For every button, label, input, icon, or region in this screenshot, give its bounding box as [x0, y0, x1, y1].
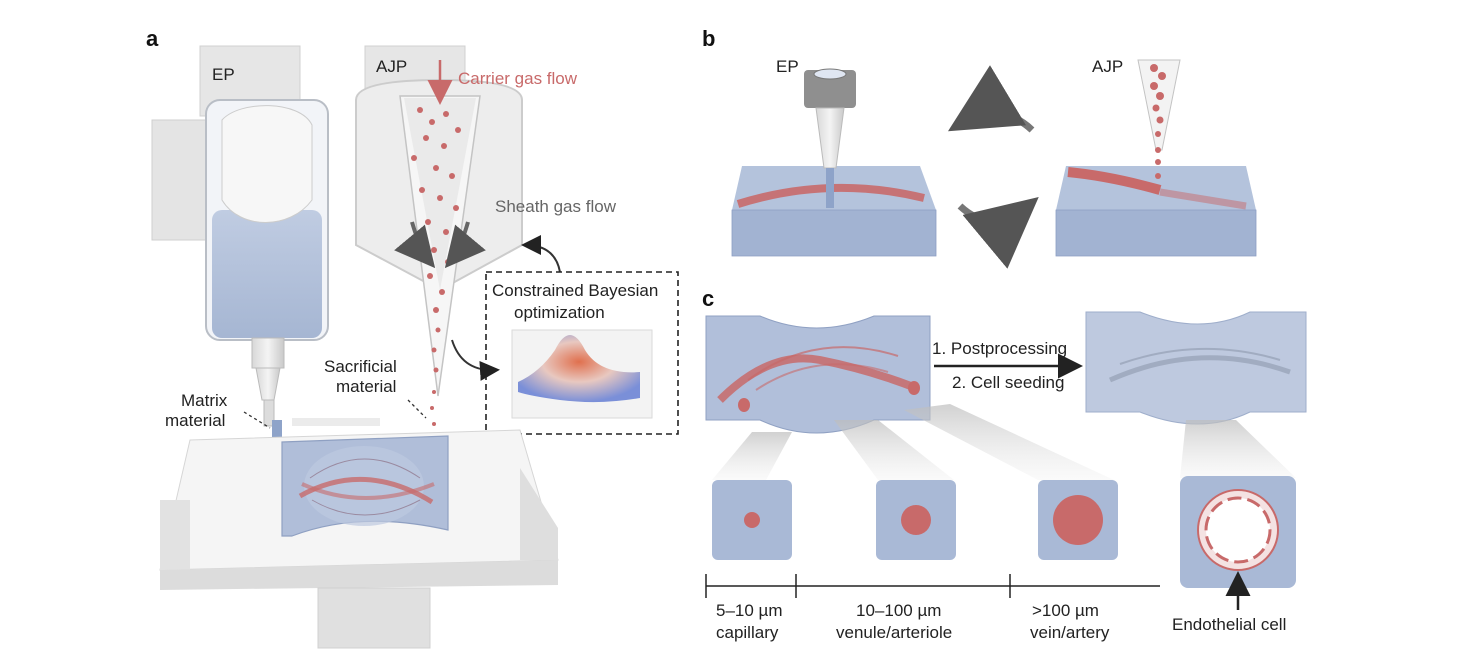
matrix-reservoir: [212, 210, 322, 338]
b-ep-label: EP: [776, 57, 799, 76]
cross-section-vein: [1038, 480, 1118, 560]
scale-name-0: capillary: [716, 623, 779, 642]
ajp-label: AJP: [376, 57, 407, 76]
sacrificial-label-line1: Sacrificial: [324, 357, 397, 376]
c-construct-before: [705, 315, 931, 434]
sheath-gas-label: Sheath gas flow: [495, 197, 617, 216]
ep-printhead: [205, 99, 329, 438]
step1-label: 1. Postprocessing: [932, 339, 1067, 358]
ajp-printhead: [355, 78, 523, 426]
panel-b: b EP AJP: [702, 26, 1257, 269]
b-ep-block: [731, 68, 937, 257]
step2-label: 2. Cell seeding: [952, 373, 1064, 392]
c-construct-after: [1085, 311, 1307, 425]
optimization-box: [451, 235, 679, 435]
scale-range-1: 10–100 µm: [856, 601, 941, 620]
swap-arrow-bottom: [957, 197, 1039, 269]
beam-capillary: [712, 432, 792, 480]
sacrificial-label-line2: material: [336, 377, 396, 396]
size-scale-bar: [705, 574, 1160, 598]
ep-label: EP: [212, 65, 235, 84]
matrix-leader: [243, 411, 271, 429]
optimization-label-line1: Constrained Bayesian: [492, 281, 658, 300]
panel-c-letter: c: [702, 286, 714, 311]
panel-c: c 1. Postprocessing 2. Cell seeding: [702, 286, 1307, 642]
b-droplets: [1150, 64, 1166, 179]
cross-section-venule: [876, 480, 956, 560]
matrix-label-line2: material: [165, 411, 225, 430]
beam-venule: [834, 420, 954, 480]
b-ajp-filament: [1067, 167, 1162, 195]
matrix-nozzle: [272, 420, 282, 438]
b-ajp-block: [1055, 59, 1257, 257]
optimization-surface: [518, 335, 640, 403]
sacrificial-leader: [407, 399, 427, 419]
scale-range-2: >100 µm: [1032, 601, 1099, 620]
printed-construct: [281, 435, 449, 537]
panel-b-letter: b: [702, 26, 715, 51]
scale-name-2: vein/artery: [1030, 623, 1110, 642]
beam-vein: [904, 404, 1114, 480]
b-ajp-label: AJP: [1092, 57, 1123, 76]
optimization-label-line2: optimization: [514, 303, 605, 322]
panel-a: a EP: [146, 26, 679, 649]
to-optimizer-arrow: [451, 339, 500, 381]
scale-name-1: venule/arteriole: [836, 623, 952, 642]
auger-screw: [221, 105, 313, 223]
beam-endothelial: [1180, 420, 1296, 478]
feedback-arrow: [521, 235, 561, 273]
cross-section-capillary: [712, 480, 792, 560]
cross-section-endothelial: [1180, 476, 1296, 610]
matrix-label-line1: Matrix: [181, 391, 228, 410]
scale-range-0: 5–10 µm: [716, 601, 783, 620]
endothelial-label: Endothelial cell: [1172, 615, 1286, 634]
carrier-gas-label: Carrier gas flow: [458, 69, 578, 88]
panel-a-letter: a: [146, 26, 159, 51]
swap-arrow-top: [947, 65, 1035, 133]
